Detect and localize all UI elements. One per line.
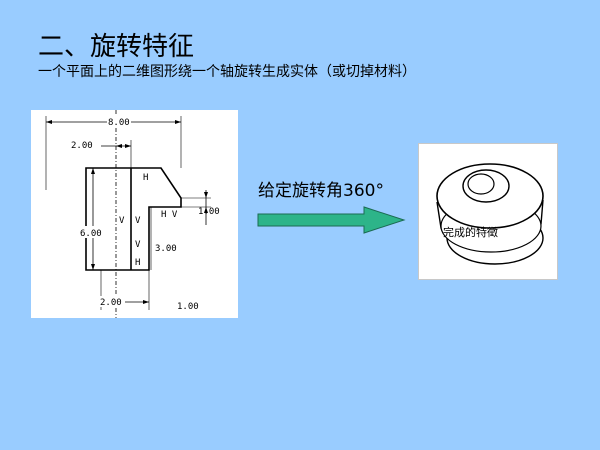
slide-subtitle: 一个平面上的二维图形绕一个轴旋转生成实体（或切掉材料） [38,64,416,80]
dim-top-width: 8.00 [108,118,130,128]
constraint-v-b: V [135,216,141,226]
dim-inner-height: 3.00 [155,244,177,254]
constraint-h-bottom: H [135,258,140,268]
slide-title: 二、旋转特征 [38,32,195,62]
result-feature-image: 完成的特徵 [418,143,558,280]
constraint-v-a: V [119,216,125,226]
constraint-v-c: V [135,240,141,250]
dim-bottom-left: 2.00 [100,298,122,308]
profile-outline [85,167,182,271]
sketch-drawing: 8.00 2.00 6.00 1.00 3.00 2.00 1.00 H V [31,110,238,318]
dim-bottom-right: 1.00 [177,302,199,312]
right-arrow-icon [257,206,406,234]
dim-step-height: 1.00 [198,207,220,217]
dim-height: 6.00 [80,229,102,239]
rotation-angle-caption: 给定旋转角360° [258,181,384,201]
constraint-hv: H V [161,210,178,220]
constraint-h-top: H [143,173,148,183]
dim-left-offset: 2.00 [71,141,93,151]
result-feature-label: 完成的特徵 [443,226,498,239]
